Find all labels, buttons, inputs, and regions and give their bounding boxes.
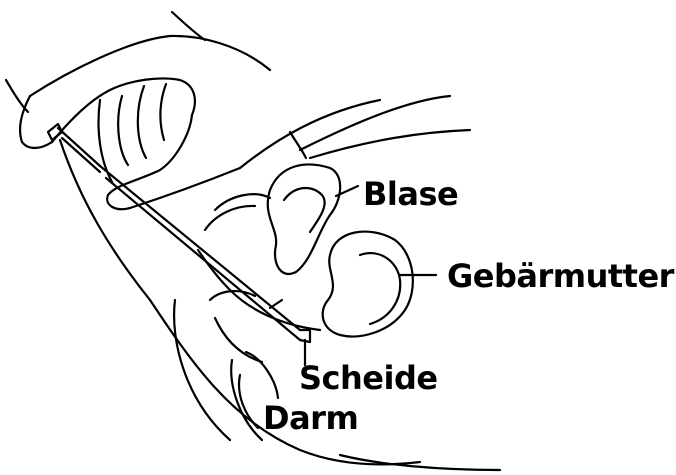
label-vagina: Scheide	[299, 362, 438, 394]
uterus-drawing	[323, 232, 436, 337]
label-uterus: Gebärmutter	[447, 260, 674, 292]
bladder-drawing	[268, 164, 358, 273]
hand-drawing	[6, 12, 380, 300]
label-bowel: Darm	[263, 402, 358, 434]
applicator-drawing	[48, 124, 310, 342]
label-bladder: Blase	[363, 178, 458, 210]
